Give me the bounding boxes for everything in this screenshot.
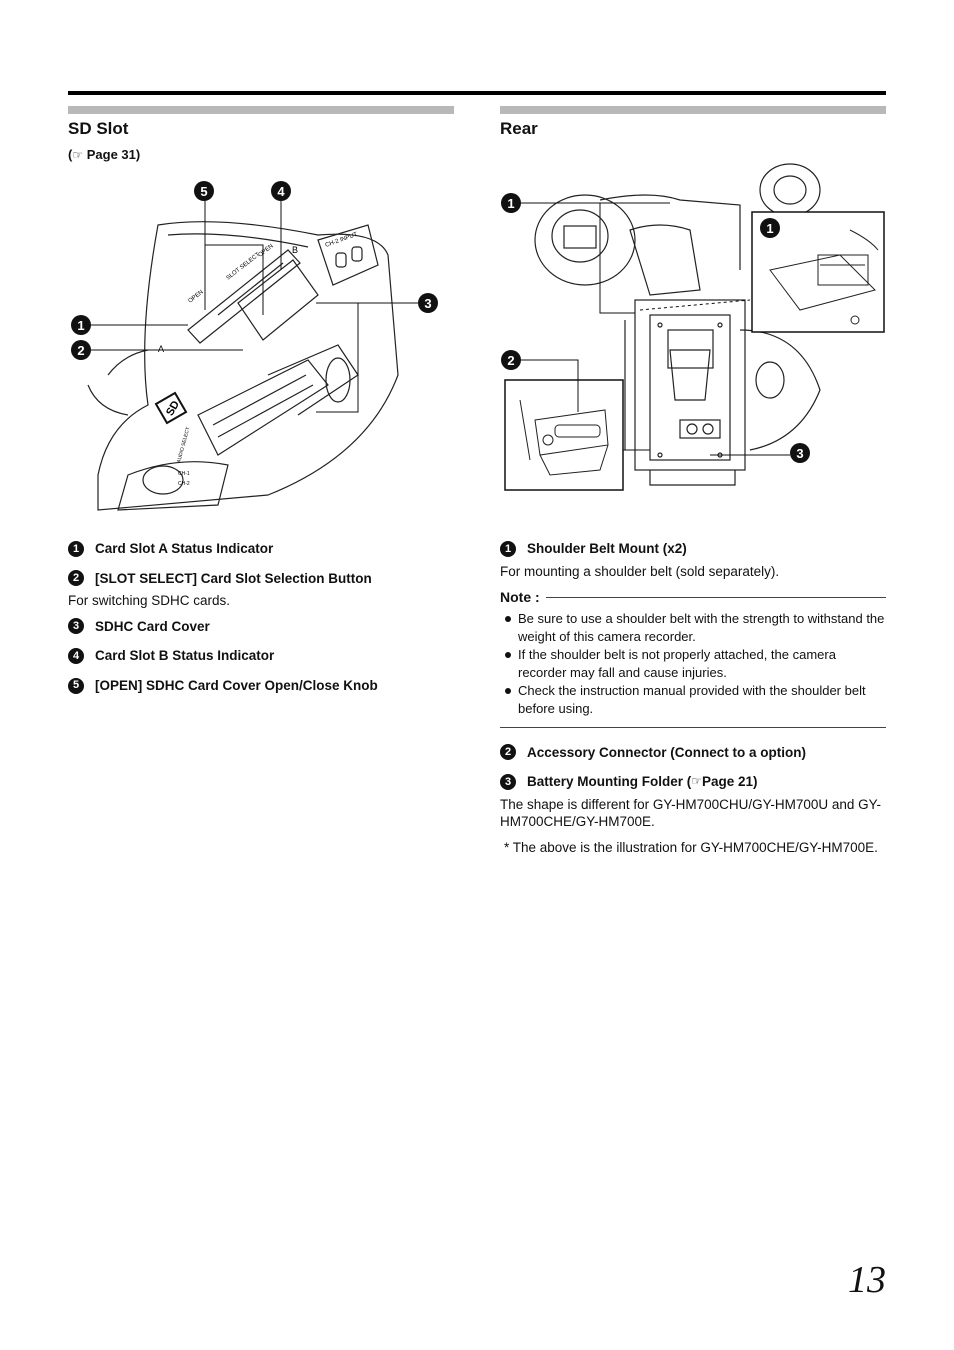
item-number: 5 (68, 677, 84, 694)
slot-a-label: A (158, 344, 164, 354)
note-rule (545, 596, 886, 598)
asterisk-note: * The above is the illustration for GY-H… (504, 839, 878, 855)
item-number: 1 (500, 540, 516, 557)
item-label: [OPEN] SDHC Card Cover Open/Close Knob (95, 677, 378, 693)
note-bullets: Be sure to use a shoulder belt with the … (500, 610, 886, 717)
item-description: The shape is different for GY-HM700CHU/G… (500, 796, 881, 830)
open-label-2: OPEN (258, 243, 275, 258)
callout-5: 5 (194, 181, 214, 201)
callout-1-main: 1 (501, 193, 521, 213)
pointing-hand-icon: ☞ (691, 774, 703, 789)
section-title-rear: Rear (500, 119, 538, 138)
item-label-tail[interactable]: Page 21) (702, 774, 758, 790)
inset-accessory-connector (504, 379, 624, 491)
note-label: Note : (500, 589, 540, 606)
sd-logo: SD (154, 391, 188, 425)
item-label: Shoulder Belt Mount (x2) (527, 541, 687, 556)
ch2-label: CH-2 (178, 481, 190, 487)
item-label: Card Slot B Status Indicator (95, 648, 275, 664)
list-item: 1 Shoulder Belt Mount (x2) (500, 540, 886, 558)
callout-2: 2 (71, 340, 91, 360)
section-bar (68, 106, 454, 114)
item-label: SDHC Card Cover (95, 618, 210, 634)
callout-2: 2 (501, 350, 521, 370)
item-description: For switching SDHC cards. (68, 593, 231, 609)
rear-illustration: 1 1 2 3 (500, 160, 886, 495)
item-number: 4 (68, 647, 84, 664)
note-bullet: If the shoulder belt is not properly att… (500, 646, 886, 681)
item-label: [SLOT SELECT] Card Slot Selection Button (95, 570, 372, 586)
item-label: Card Slot A Status Indicator (95, 541, 274, 556)
ch1-label: CH-1 (178, 471, 190, 477)
audio-select-label: AUDIO SELECT (176, 427, 191, 464)
note-heading: Note : (500, 588, 886, 606)
item-label: Accessory Connector (Connect to a option… (527, 744, 807, 760)
list-item: 4 Card Slot B Status Indicator (68, 647, 454, 665)
camera-rear-drawing (504, 163, 885, 491)
note-bullet: Check the instruction manual provided wi… (500, 682, 886, 717)
paren: ( (68, 147, 73, 162)
top-rule (68, 91, 886, 95)
item-label: Battery Mounting Folder ( (527, 774, 692, 790)
page-ref-text: Page 31) (83, 147, 141, 162)
list-item: 2 Accessory Connector (Connect to a opti… (500, 744, 886, 762)
item-number: 3 (68, 618, 84, 635)
page-reference[interactable]: (☞ Page 31) (68, 147, 454, 162)
section-bar (500, 106, 886, 114)
list-item: 1 Card Slot A Status Indicator (68, 540, 454, 558)
item-number: 2 (68, 570, 84, 587)
note-box: Note : Be sure to use a shoulder belt wi… (500, 588, 886, 728)
camera-side-drawing: SD OPEN SLOT SELECT OPEN B A CH-2 INPUT … (87, 201, 418, 511)
note-bullet-text: Check the instruction manual provided wi… (518, 683, 866, 717)
sd-slot-section: SD Slot (☞ Page 31) (68, 106, 454, 162)
sd-slot-illustration: SD OPEN SLOT SELECT OPEN B A CH-2 INPUT … (68, 175, 454, 515)
open-label-1: OPEN (188, 289, 205, 304)
list-item: 3 Battery Mounting Folder (☞ Page 21) (500, 773, 886, 791)
note-bullet-text: Be sure to use a shoulder belt with the … (518, 611, 885, 644)
callout-1-inset: 1 (760, 218, 780, 238)
item-number: 3 (500, 773, 516, 790)
list-item: 2 [SLOT SELECT] Card Slot Selection Butt… (68, 570, 454, 588)
list-item: 3 SDHC Card Cover (68, 618, 454, 636)
section-title-sd-slot: SD Slot (68, 119, 129, 138)
rear-section: Rear (500, 106, 886, 139)
callout-4: 4 (271, 181, 291, 201)
rear-item-list: 1 Shoulder Belt Mount (x2) For mounting … (500, 540, 886, 856)
pointing-hand-icon: ☞ (72, 148, 84, 162)
callout-3: 3 (790, 443, 810, 463)
page-number: 13 (848, 1259, 886, 1301)
bullet-icon (505, 688, 511, 695)
callout-3: 3 (418, 293, 438, 313)
bullet-icon (505, 616, 511, 623)
slot-b-label: B (292, 245, 298, 255)
list-item: 5 [OPEN] SDHC Card Cover Open/Close Knob (68, 677, 454, 695)
item-number: 2 (500, 744, 516, 761)
item-description: For mounting a shoulder belt (sold separ… (500, 563, 780, 579)
note-bullet: Be sure to use a shoulder belt with the … (500, 610, 886, 645)
sd-slot-item-list: 1 Card Slot A Status Indicator 2 [SLOT S… (68, 540, 454, 694)
item-number: 1 (68, 540, 84, 557)
slot-select-label: SLOT SELECT (226, 252, 262, 282)
callout-1: 1 (71, 315, 91, 335)
bullet-icon (505, 652, 511, 659)
note-bullet-text: If the shoulder belt is not properly att… (518, 647, 836, 680)
